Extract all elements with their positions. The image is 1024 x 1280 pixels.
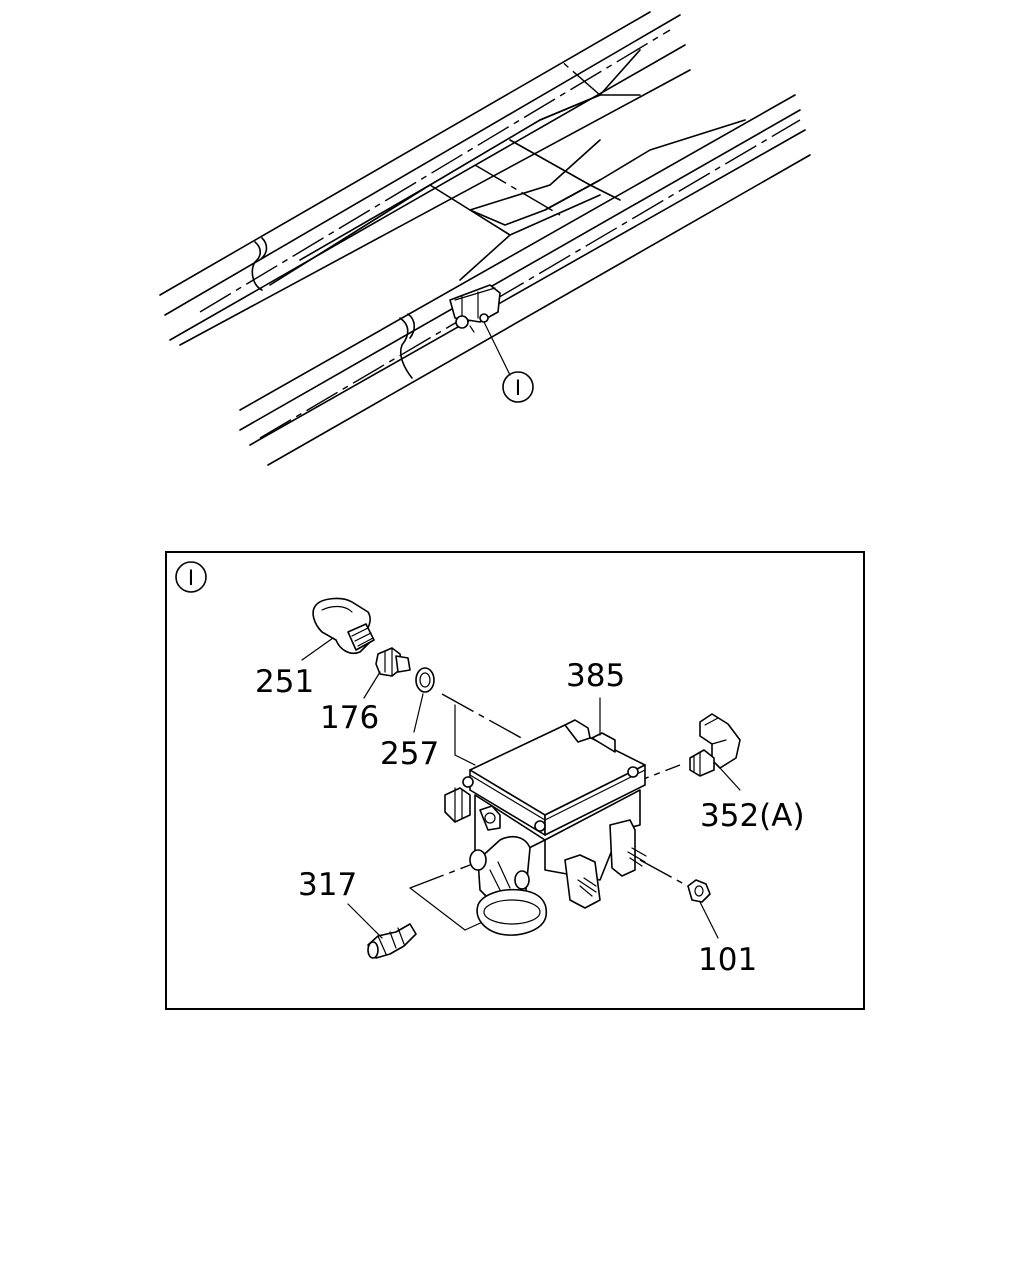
- leader-317: [347, 903, 383, 939]
- elbow-connector-352a[interactable]: [689, 713, 741, 777]
- label-385: 385: [566, 658, 625, 694]
- leader-101: [699, 901, 719, 939]
- valve-assembly-thumbnail[interactable]: [449, 284, 501, 333]
- detail-marker-letter: I: [188, 566, 194, 590]
- detail-marker: I: [175, 561, 207, 593]
- detail-view-panel: I 251 176 257: [165, 551, 865, 1010]
- callout-letter: I: [515, 376, 521, 400]
- cross-member-front: [269, 49, 641, 286]
- chassis-frame-overview: I: [159, 11, 811, 466]
- elbow-fitting-251[interactable]: [312, 597, 375, 655]
- assembly-lines: [409, 693, 696, 931]
- callout-leader: [483, 321, 511, 376]
- right-side-rail: [239, 94, 811, 466]
- leader-251: [301, 637, 334, 661]
- label-257: 257: [380, 736, 439, 772]
- leader-352: [719, 767, 741, 791]
- label-101: 101: [698, 942, 757, 978]
- label-317: 317: [298, 867, 357, 903]
- washer-257[interactable]: [415, 667, 435, 693]
- nut-101[interactable]: [687, 879, 711, 903]
- leader-176: [363, 671, 381, 699]
- relay-valve-385[interactable]: [444, 719, 647, 936]
- detail-frame: [165, 551, 865, 1010]
- straight-fitting-317[interactable]: [367, 923, 417, 959]
- label-176: 176: [320, 700, 379, 736]
- left-side-rail: [159, 11, 691, 346]
- leader-257: [413, 693, 424, 733]
- overview-callout-marker[interactable]: I: [502, 371, 534, 403]
- label-251: 251: [255, 664, 314, 700]
- nipple-176[interactable]: [375, 647, 411, 677]
- cross-member-center: [459, 119, 746, 281]
- label-352: 352(A): [700, 798, 805, 834]
